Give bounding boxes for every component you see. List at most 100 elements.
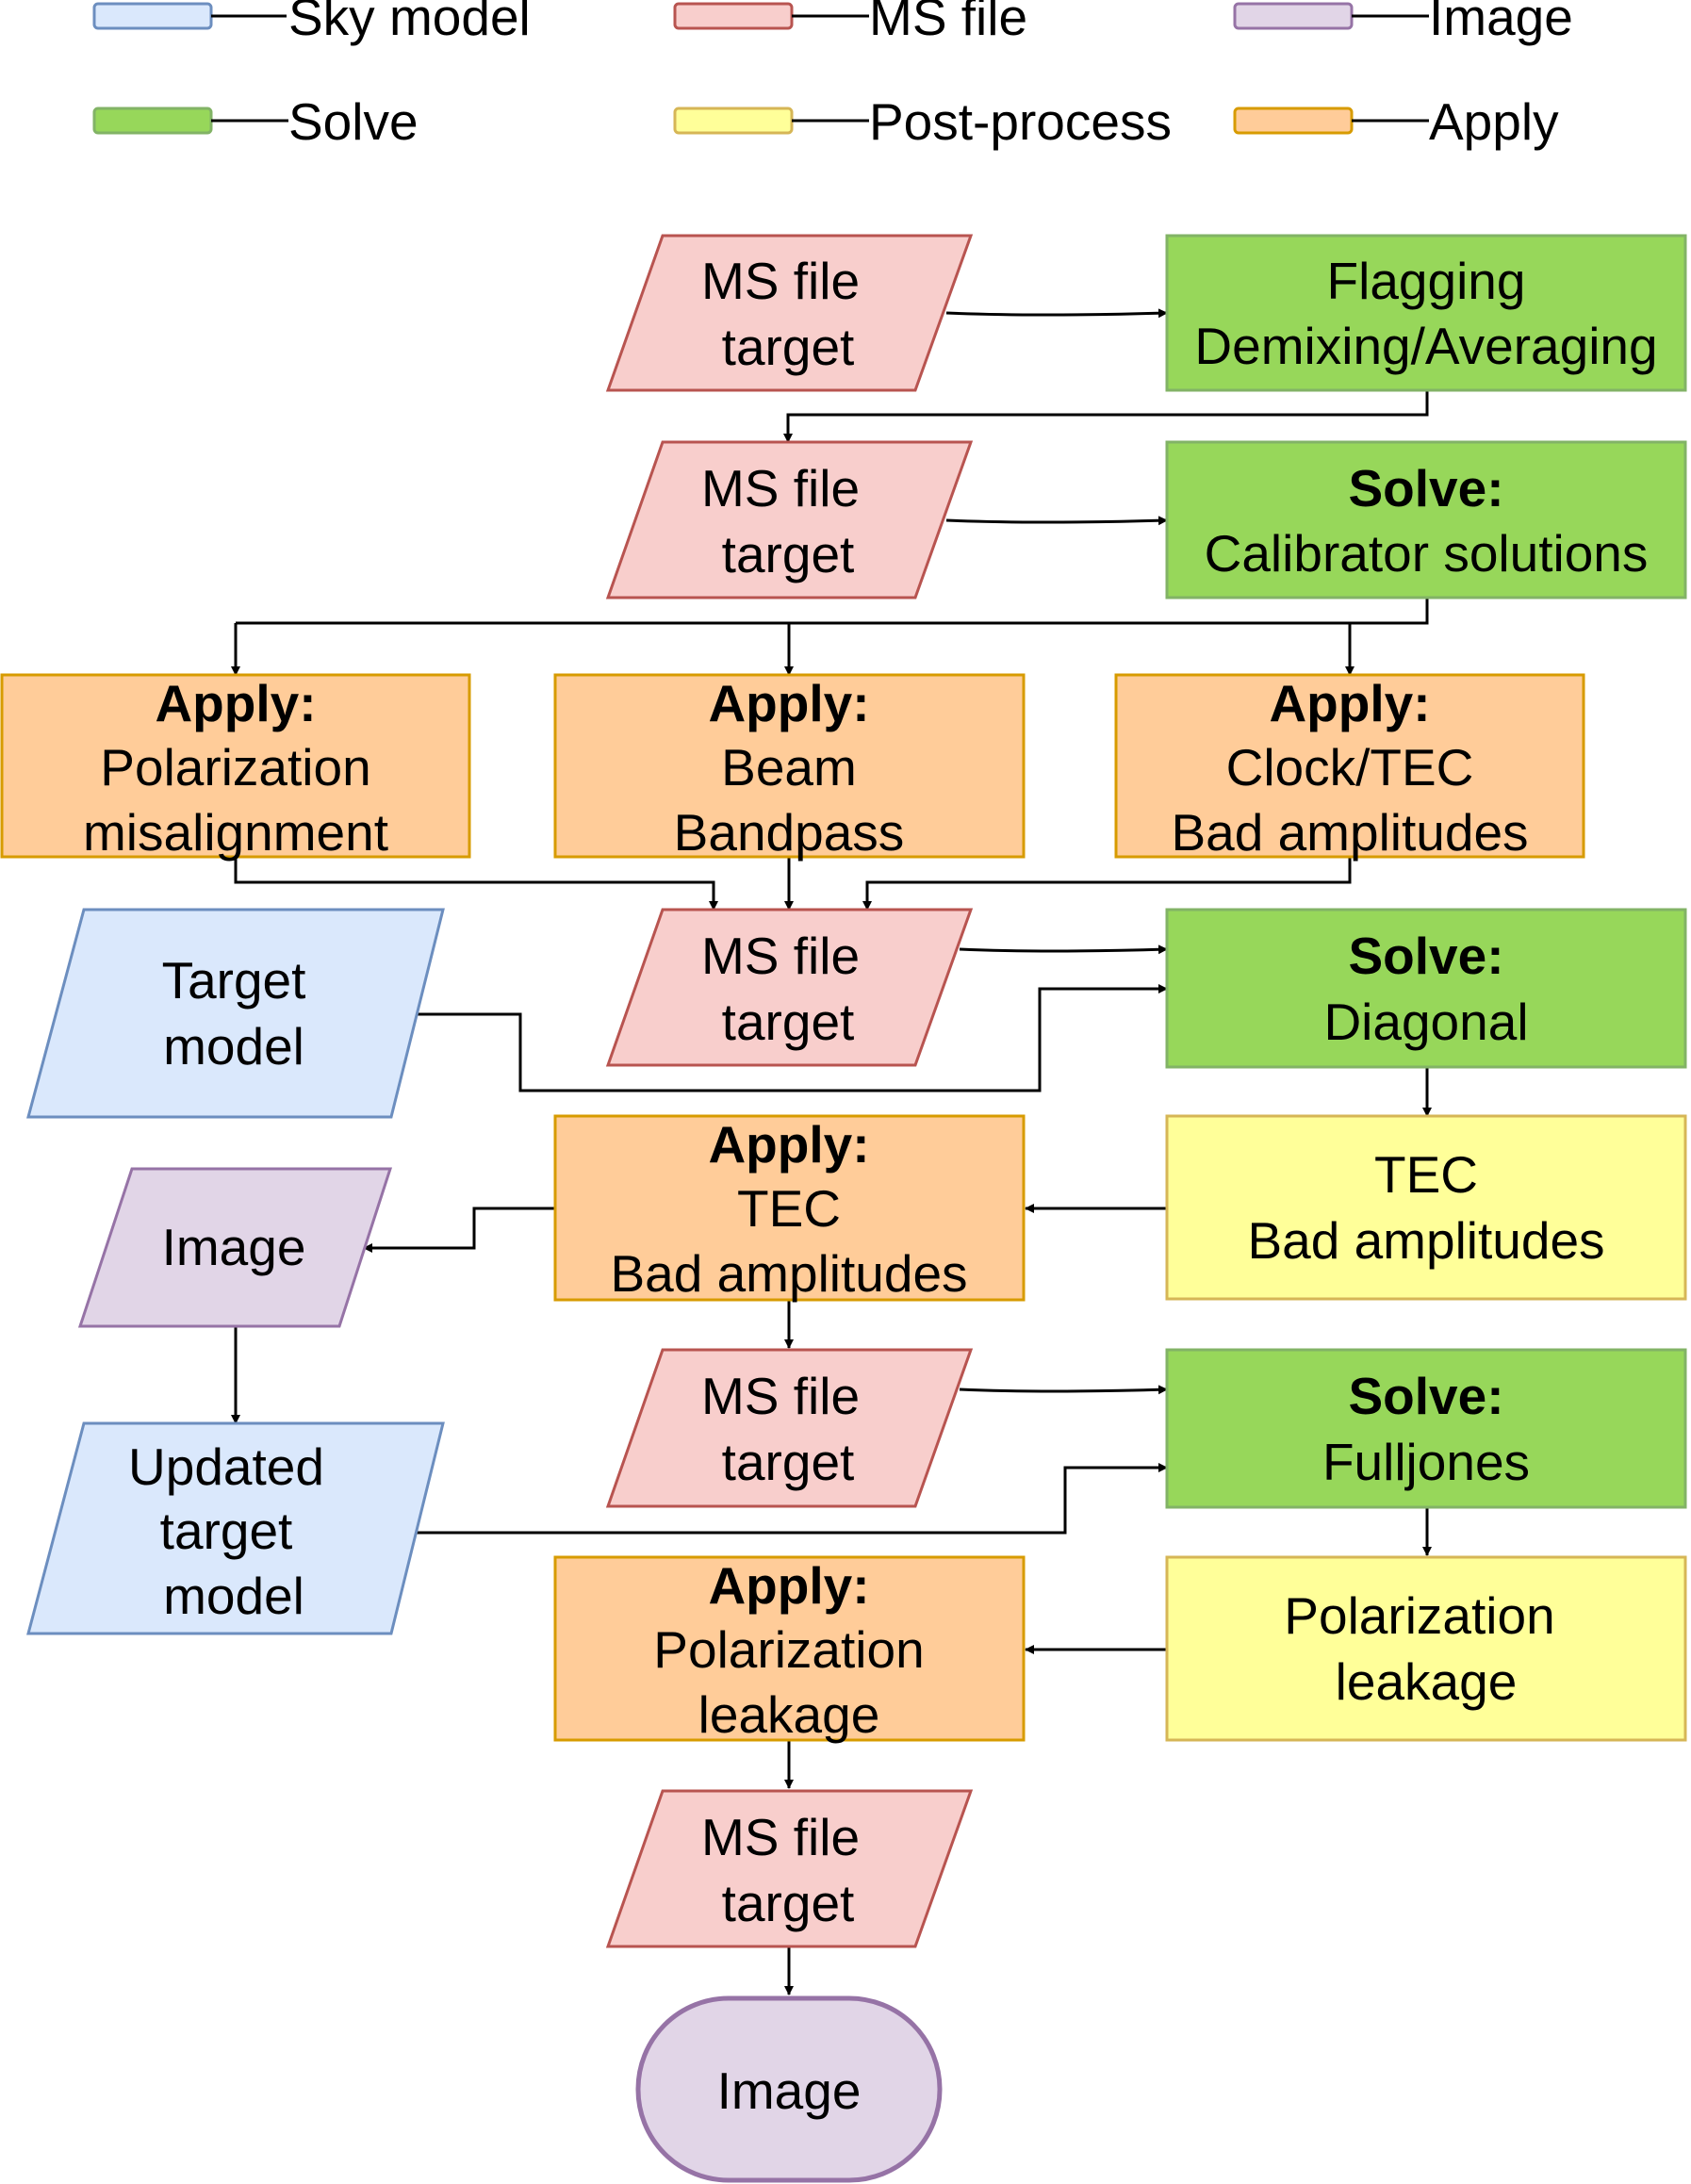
solve-calibrator-label: Calibrator solutions xyxy=(1205,524,1649,583)
target-model-label: Target xyxy=(162,951,306,1010)
ms-file-label-5: MS file xyxy=(701,1808,860,1866)
apply-tec-label: TEC xyxy=(737,1179,841,1238)
apply-beam-node: Apply: Beam Bandpass xyxy=(553,673,1026,862)
apply-leakage-label: Polarization xyxy=(653,1620,924,1679)
ms-file-node-3: MS file target xyxy=(605,908,974,1067)
apply-tec-node: Apply: TEC Bad amplitudes xyxy=(553,1114,1026,1303)
legend-label-ms-file: MS file xyxy=(869,0,1027,46)
post-process-tec-shape xyxy=(1165,1114,1687,1301)
updated-model-label-2: target xyxy=(160,1502,293,1560)
ms-file-node-2: MS file target xyxy=(605,440,974,599)
target-model-sublabel: model xyxy=(163,1017,304,1076)
post-process-tec-node: TEC Bad amplitudes xyxy=(1165,1114,1687,1301)
apply-polarization-title: Apply: xyxy=(155,674,316,732)
ms-file-shape-2 xyxy=(605,440,974,599)
apply-tec-title: Apply: xyxy=(708,1115,869,1174)
legend-item-sky-model: Sky model xyxy=(92,0,531,46)
ms-file-shape-1 xyxy=(605,234,974,392)
flagging-label: Flagging xyxy=(1327,252,1526,310)
edge-apply-pol-to-ms3 xyxy=(234,857,718,911)
ms-file-label-2: MS file xyxy=(701,459,860,517)
apply-leakage-node: Apply: Polarization leakage xyxy=(553,1555,1026,1744)
apply-clock-node: Apply: Clock/TEC Bad amplitudes xyxy=(1114,673,1585,862)
updated-model-node: Updated target model xyxy=(26,1421,445,1635)
solve-diagonal-title: Solve: xyxy=(1348,927,1503,985)
legend-label-image: Image xyxy=(1429,0,1573,46)
apply-polarization-label: Polarization xyxy=(100,738,370,796)
apply-tec-sublabel: Bad amplitudes xyxy=(610,1244,967,1303)
legend-swatch-solve xyxy=(92,107,213,135)
legend: Sky model MS file Image Solve Post-proce… xyxy=(92,0,1573,151)
solve-calibrator-title: Solve: xyxy=(1348,459,1503,517)
solve-calibrator-node: Solve: Calibrator solutions xyxy=(1165,440,1687,599)
ms-file-shape-5 xyxy=(605,1789,974,1948)
edge-flagging-to-ms2 xyxy=(783,390,1429,443)
image-label: Image xyxy=(162,1218,306,1276)
solve-fulljones-node: Solve: Fulljones xyxy=(1165,1348,1687,1509)
target-model-node: Target model xyxy=(26,908,445,1119)
apply-tec-shape xyxy=(553,1114,1026,1302)
ms-file-label-4: MS file xyxy=(701,1367,860,1425)
apply-bandpass-label: Bandpass xyxy=(674,803,905,862)
apply-clock-shape xyxy=(1114,673,1585,859)
legend-label-sky-model: Sky model xyxy=(288,0,531,46)
apply-polarization-shape xyxy=(0,673,471,859)
solve-diagonal-shape xyxy=(1165,908,1687,1069)
edge-ms1-to-flagging xyxy=(945,308,1168,319)
ms-file-shape-4 xyxy=(605,1348,974,1508)
post-process-leakage-label: Polarization xyxy=(1284,1586,1554,1645)
apply-clock-title: Apply: xyxy=(1269,674,1430,732)
apply-bad-amplitudes-label: Bad amplitudes xyxy=(1171,803,1528,862)
solve-calibrator-shape xyxy=(1165,440,1687,599)
ms-file-node-5: MS file target xyxy=(605,1789,974,1948)
ms-file-sublabel-5: target xyxy=(722,1874,855,1932)
legend-label-post-process: Post-process xyxy=(869,92,1172,151)
solve-fulljones-shape xyxy=(1165,1348,1687,1509)
legend-swatch-post-process xyxy=(673,107,794,135)
edge-ms2-to-solve-cal xyxy=(945,516,1168,526)
ms-file-sublabel-3: target xyxy=(722,993,855,1051)
legend-item-solve: Solve xyxy=(92,92,419,151)
target-model-shape xyxy=(26,908,445,1119)
ms-file-node-1: MS file target xyxy=(605,234,974,392)
legend-swatch-sky-model xyxy=(92,2,213,30)
edges xyxy=(231,308,1432,1995)
flagging-shape xyxy=(1165,234,1687,392)
final-image-node: Image xyxy=(635,1995,943,2183)
legend-item-ms-file: MS file xyxy=(673,0,1027,46)
final-image-shape xyxy=(635,1995,943,2183)
apply-beam-shape xyxy=(553,673,1026,859)
demixing-averaging-label: Demixing/Averaging xyxy=(1194,317,1657,375)
ms-file-node-4: MS file target xyxy=(605,1348,974,1508)
edge-ms4-to-solve-full xyxy=(959,1385,1168,1395)
updated-model-label-1: Updated xyxy=(128,1437,324,1496)
edge-apply-tec-to-image xyxy=(363,1207,555,1253)
edge-updated-model-to-solve-full xyxy=(417,1463,1168,1535)
apply-polarization-sublabel: misalignment xyxy=(83,803,388,862)
post-process-leakage-sublabel: leakage xyxy=(1336,1652,1518,1711)
legend-swatch-apply xyxy=(1233,107,1354,135)
image-shape xyxy=(77,1167,393,1328)
solve-diagonal-node: Solve: Diagonal xyxy=(1165,908,1687,1069)
ms-file-sublabel-4: target xyxy=(722,1433,855,1491)
legend-swatch-image xyxy=(1233,2,1354,30)
apply-leakage-sublabel: leakage xyxy=(698,1685,880,1744)
ms-file-sublabel-2: target xyxy=(722,525,855,583)
ms-file-label-3: MS file xyxy=(701,927,860,985)
post-process-tec-sublabel: Bad amplitudes xyxy=(1247,1211,1604,1270)
post-process-leakage-shape xyxy=(1165,1555,1687,1742)
edge-ms3-to-solve-diag xyxy=(959,944,1168,955)
legend-swatch-ms-file xyxy=(673,2,794,30)
post-process-tec-label: TEC xyxy=(1374,1145,1478,1204)
updated-model-shape xyxy=(26,1421,445,1635)
image-node: Image xyxy=(77,1167,393,1328)
legend-item-image: Image xyxy=(1233,0,1573,46)
flagging-node: Flagging Demixing/Averaging xyxy=(1165,234,1687,392)
post-process-leakage-node: Polarization leakage xyxy=(1165,1555,1687,1742)
final-image-label: Image xyxy=(717,2061,862,2120)
ms-file-shape-3 xyxy=(605,908,974,1067)
updated-model-label-3: model xyxy=(163,1567,304,1625)
solve-fulljones-label: Fulljones xyxy=(1322,1433,1530,1491)
ms-file-sublabel-1: target xyxy=(722,318,855,376)
